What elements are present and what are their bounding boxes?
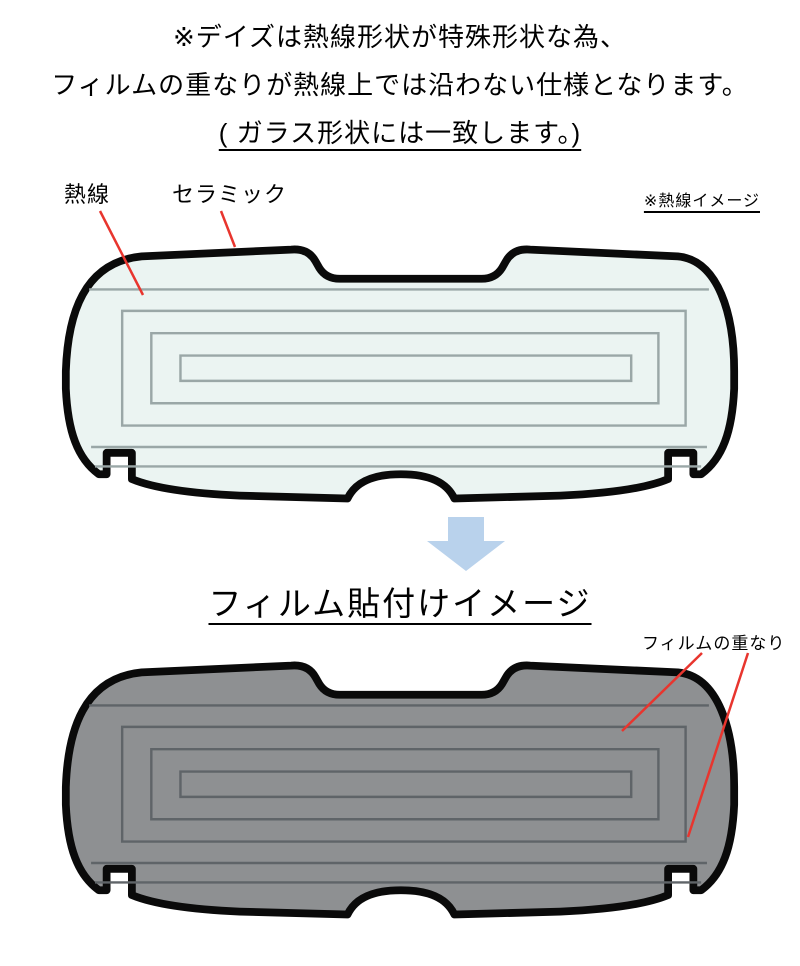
header-line-2: フィルムの重なりが熱線上では沿わない仕様となります。 [51, 70, 749, 100]
down-arrow-icon [427, 517, 505, 571]
glass-outline [61, 661, 739, 919]
down-arrow-shape [427, 517, 505, 571]
ceramic-label: セラミック [172, 182, 288, 207]
heatwire-lines-outer [89, 288, 709, 468]
heatwire-image-caption: ※熱線イメージ [643, 193, 760, 210]
header-line-3: ( ガラス形状には一致します。) [218, 118, 582, 148]
film-overlap-label: フィルムの重なり [642, 634, 786, 653]
heatwire-label: 熱線 [64, 182, 111, 207]
transition-arrow-area [0, 517, 800, 571]
heatwire-lines-outer [89, 704, 709, 884]
glass-outline [61, 245, 739, 503]
film-section-title: フィルム貼付けイメージ [0, 577, 800, 625]
film-applied-figure: フィルムの重なり [0, 629, 800, 945]
rear-glass-heatwire-diagram [61, 245, 739, 503]
heatwire-lines-nested [120, 725, 687, 843]
film-section-title-text: フィルム貼付けイメージ [208, 585, 592, 622]
heatwire-lines-nested [120, 309, 687, 427]
header-line-1: ※デイズは熱線形状が特殊形状な為、 [172, 22, 627, 52]
header-note: ※デイズは熱線形状が特殊形状な為、 フィルムの重なりが熱線上では沿わない仕様とな… [0, 0, 800, 147]
heatwire-figure: 熱線 セラミック ※熱線イメージ [0, 165, 800, 513]
rear-glass-film-diagram [61, 661, 739, 919]
